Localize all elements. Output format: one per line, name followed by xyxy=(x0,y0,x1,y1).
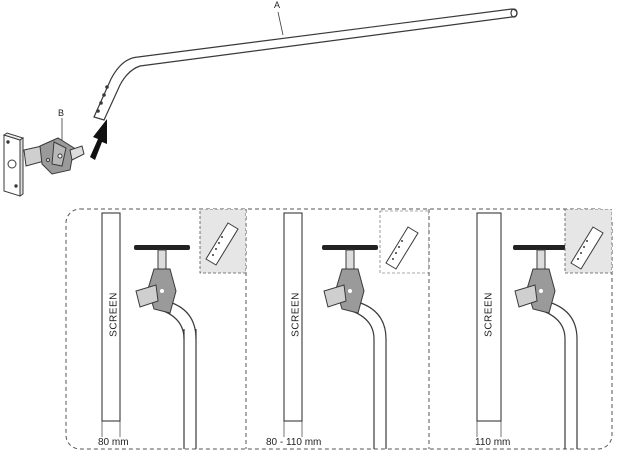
leader-a xyxy=(277,11,284,36)
bracket-b xyxy=(23,137,85,175)
screen-2 xyxy=(283,212,303,422)
distance-label-3: 110 mm xyxy=(475,437,511,448)
panel-2-drawing xyxy=(283,210,429,449)
wall-plate xyxy=(2,132,25,197)
detail-frame xyxy=(65,208,613,450)
screen-label-2: SCREEN xyxy=(290,292,302,337)
inset-2 xyxy=(379,210,429,274)
label-a: A xyxy=(274,0,281,10)
label-b: B xyxy=(58,108,65,118)
panel-3: SCREEN 110 mm xyxy=(429,209,612,449)
panel-2: SCREEN 80 - 110 mm xyxy=(246,209,429,449)
pole-a xyxy=(93,8,518,121)
up-right-arrow-icon xyxy=(90,119,107,160)
panel-1: SCREEN 80 mm xyxy=(66,209,246,449)
screen-3 xyxy=(476,212,502,422)
panel-1-drawing xyxy=(101,209,246,449)
screen-label-3: SCREEN xyxy=(483,292,495,337)
distance-label-1: 80 mm xyxy=(98,437,129,448)
distance-label-2: 80 - 110 mm xyxy=(266,437,322,448)
screen-label-1: SCREEN xyxy=(108,292,120,337)
screen-1 xyxy=(101,212,121,422)
panel-3-drawing xyxy=(476,209,612,449)
